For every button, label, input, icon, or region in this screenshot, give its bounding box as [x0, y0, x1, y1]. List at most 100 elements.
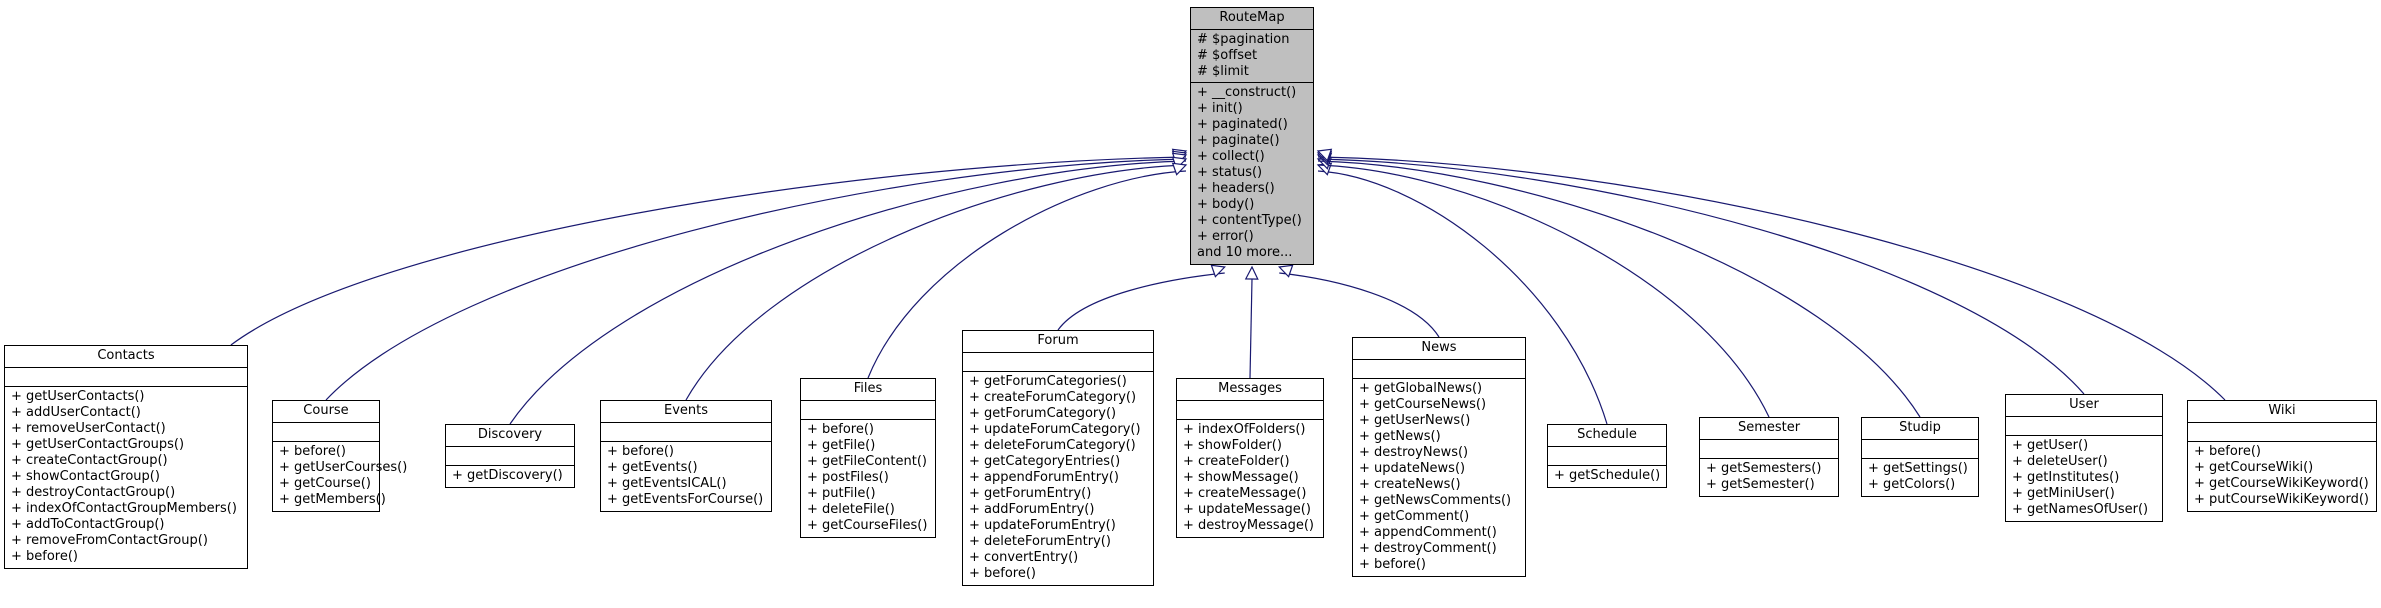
- class-title: Files: [801, 379, 935, 401]
- class-schedule: Schedule + getSchedule(): [1547, 424, 1667, 488]
- class-operations: + getUser()+ deleteUser()+ getInstitutes…: [2006, 436, 2162, 521]
- attribute-row: # $pagination: [1197, 32, 1290, 47]
- class-wiki: Wiki + before()+ getCourseWiki()+ getCour…: [2187, 400, 2377, 512]
- class-title: Semester: [1700, 418, 1838, 440]
- class-attributes: [1862, 440, 1978, 459]
- operation-row: + body(): [1197, 197, 1255, 212]
- class-operations: + before()+ getUserCourses()+ getCourse(…: [273, 442, 407, 511]
- class-title: Forum: [963, 331, 1153, 353]
- class-title: Messages: [1177, 379, 1323, 401]
- operation-row: + __construct(): [1197, 85, 1297, 100]
- operation-row: + getUserNews(): [1359, 413, 1471, 428]
- class-contacts: Contacts+ getUserContacts()+ addUserCont…: [4, 345, 248, 569]
- edge-discovery-to-routemap: [509, 160, 1187, 425]
- operation-row: + before(): [807, 422, 875, 437]
- arrowhead-files: [1171, 162, 1188, 176]
- class-title: Events: [601, 401, 771, 423]
- operation-row: + putCourseWikiKeyword(): [2194, 492, 2369, 507]
- operation-row: + getCategoryEntries(): [969, 454, 1121, 469]
- operation-row: + createForumCategory(): [969, 390, 1137, 405]
- operation-row: + before(): [1359, 557, 1427, 572]
- operation-row: + getGlobalNews(): [1359, 381, 1483, 396]
- operation-row: + createMessage(): [1183, 486, 1307, 501]
- operation-row: + removeFromContactGroup(): [11, 533, 208, 548]
- edge-forum-to-routemap: [1057, 272, 1225, 331]
- operation-row: + destroyComment(): [1359, 541, 1497, 556]
- attribute-row: # $limit: [1197, 64, 1249, 79]
- operation-row: + getForumEntry(): [969, 486, 1092, 501]
- operation-row: + contentType(): [1197, 213, 1302, 228]
- class-title: Discovery: [446, 425, 574, 447]
- operation-row: + addForumEntry(): [969, 502, 1095, 517]
- operation-row: + postFiles(): [807, 470, 889, 485]
- operation-row: + before(): [279, 444, 347, 459]
- operation-row: + getSemester(): [1706, 477, 1815, 492]
- class-operations: + __construct() + init() + paginated() +…: [1191, 83, 1313, 264]
- operation-row: + getMembers(): [279, 492, 386, 507]
- operation-row: + getComment(): [1359, 509, 1470, 524]
- edge-wiki-to-routemap: [1317, 156, 2226, 401]
- class-attributes: [1700, 440, 1838, 459]
- operation-row: + getNews(): [1359, 429, 1441, 444]
- class-title: RouteMap: [1191, 8, 1313, 30]
- operation-row: + getForumCategories(): [969, 374, 1127, 389]
- operation-row: + showContactGroup(): [11, 469, 160, 484]
- operation-row: + getUserContactGroups(): [11, 437, 185, 452]
- operation-row: + removeUserContact(): [11, 421, 166, 436]
- class-operations: + getSemesters()+ getSemester(): [1700, 459, 1838, 496]
- operation-row: + getFileContent(): [807, 454, 927, 469]
- class-operations: + before()+ getCourseWiki()+ getCourseWi…: [2188, 442, 2376, 511]
- operation-row: + paginated(): [1197, 117, 1288, 132]
- class-attributes: [273, 423, 379, 442]
- operation-row: + deleteFile(): [807, 502, 895, 517]
- operation-row: + indexOfFolders(): [1183, 422, 1306, 437]
- operation-row: + putFile(): [807, 486, 876, 501]
- operation-row: + getSchedule(): [1554, 468, 1661, 483]
- operation-row: + getCourseWiki(): [2194, 460, 2314, 475]
- edge-files-to-routemap: [867, 170, 1187, 379]
- class-messages: Messages+ indexOfFolders()+ showFolder()…: [1176, 378, 1324, 538]
- operation-row: + updateForumEntry(): [969, 518, 1116, 533]
- operation-row: + destroyNews(): [1359, 445, 1469, 460]
- class-title: News: [1353, 338, 1525, 360]
- class-news: News + getGlobalNews()+ getCourseNews()+ …: [1352, 337, 1526, 577]
- operation-row: + appendComment(): [1359, 525, 1497, 540]
- class-title: Wiki: [2188, 401, 2376, 423]
- class-title: Schedule: [1548, 425, 1666, 447]
- operation-row: + updateNews(): [1359, 461, 1466, 476]
- edge-events-to-routemap: [685, 164, 1187, 401]
- operation-row: + before(): [607, 444, 675, 459]
- operation-row: + paginate(): [1197, 133, 1280, 148]
- operation-row: + getInstitutes(): [2012, 470, 2120, 485]
- arrowhead-news: [1278, 264, 1294, 278]
- operation-row: + status(): [1197, 165, 1263, 180]
- class-events: Events+ before()+ getEvents()+ getEvents…: [600, 400, 772, 512]
- class-title: Studip: [1862, 418, 1978, 440]
- operation-row: + appendForumEntry(): [969, 470, 1119, 485]
- operation-row: + error(): [1197, 229, 1254, 244]
- operation-row: + showMessage(): [1183, 470, 1299, 485]
- operation-row: + deleteForumCategory(): [969, 438, 1136, 453]
- class-title: Course: [273, 401, 379, 423]
- operation-row: + getMiniUser(): [2012, 486, 2115, 501]
- class-title: Contacts: [5, 346, 247, 368]
- class-operations: + getGlobalNews()+ getCourseNews()+ getU…: [1353, 379, 1525, 576]
- operation-row: + updateForumCategory(): [969, 422, 1141, 437]
- operation-row: + destroyMessage(): [1183, 518, 1314, 533]
- operation-row: + init(): [1197, 101, 1243, 116]
- class-operations: + before()+ getFile()+ getFileContent()+…: [801, 420, 935, 537]
- operation-row: + getSettings(): [1868, 461, 1968, 476]
- class-attributes: [601, 423, 771, 442]
- arrowhead-forum: [1210, 264, 1226, 278]
- operation-row: + getEvents(): [607, 460, 698, 475]
- operation-row: + getNamesOfUser(): [2012, 502, 2149, 517]
- operation-row: + getCourseWikiKeyword(): [2194, 476, 2369, 491]
- class-operations: + getDiscovery(): [446, 466, 574, 487]
- class-discovery: Discovery + getDiscovery(): [445, 424, 575, 488]
- operation-row: + collect(): [1197, 149, 1265, 164]
- class-attributes: [1353, 360, 1525, 379]
- operation-row: + createContactGroup(): [11, 453, 168, 468]
- operation-row: + addToContactGroup(): [11, 517, 165, 532]
